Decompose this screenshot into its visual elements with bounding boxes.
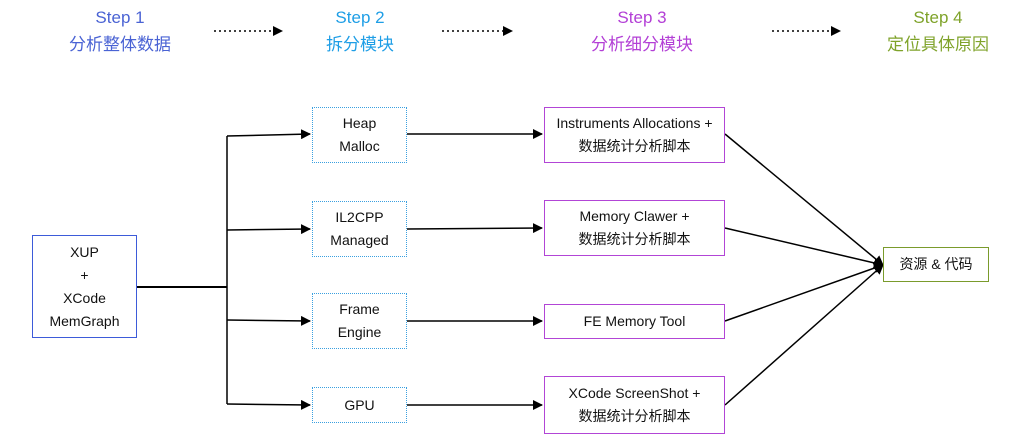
to-module-gpu [226,399,311,410]
tool-line: FE Memory Tool [583,313,686,329]
step-1-label: Step 1 [95,8,145,27]
source-line-1: XUP [70,243,99,260]
module-line: Heap [342,115,377,131]
result-label: 资源 & 代码 [899,256,973,272]
step-1-header: Step 1 分析整体数据 [40,4,200,58]
tool-line: 数据统计分析脚本 [578,231,691,247]
source-line-3: XCode [63,289,106,306]
fe-to-result [724,263,884,322]
tool-fe-memory-tool: FE Memory Tool [544,304,725,339]
tool-xcode-screenshot: XCode ScreenShot + 数据统计分析脚本 [544,376,725,434]
step-2-title: 拆分模块 [326,35,394,54]
step-1-title: 分析整体数据 [69,35,171,54]
tool-instruments-allocations: Instruments Allocations + 数据统计分析脚本 [544,107,725,163]
module-frame-engine: Frame Engine [312,293,407,349]
source-line-4: MemGraph [49,312,120,329]
tool-line: 数据统计分析脚本 [578,408,691,424]
tool-line: 数据统计分析脚本 [578,138,691,154]
step-4-title: 定位具体原因 [887,35,989,54]
screenshot-to-result [724,264,884,406]
module-line: Engine [337,324,382,340]
module-il2cpp-managed: IL2CPP Managed [312,201,407,257]
step-3-title: 分析细分模块 [591,35,693,54]
tool-memory-clawer: Memory Clawer + 数据统计分析脚本 [544,200,725,256]
step-3-header: Step 3 分析细分模块 [562,4,722,58]
to-module-il2cpp [226,224,311,235]
step-4-header: Step 4 定位具体原因 [858,4,1018,58]
tool-line: Memory Clawer + [579,208,690,224]
tool-line: XCode ScreenShot + [568,385,701,401]
source-line-2: + [80,266,89,283]
to-module-frame [226,315,311,326]
module-line: Malloc [339,138,380,154]
module-gpu: GPU [312,387,407,423]
module-line: GPU [344,396,375,413]
step-3-label: Step 3 [617,8,667,27]
result-node: 资源 & 代码 [883,247,989,282]
tool-line: Instruments Allocations + [556,115,713,131]
step-4-label: Step 4 [913,8,963,27]
module-heap-malloc: Heap Malloc [312,107,407,163]
source-node: XUP + XCode MemGraph [32,235,137,338]
step-2-label: Step 2 [335,8,385,27]
module-line: Frame [339,301,380,317]
module-line: IL2CPP [335,209,384,225]
clawer-to-result [724,227,884,268]
il2cpp-to-clawer [406,223,543,234]
module-line: Managed [330,232,389,248]
step-2-header: Step 2 拆分模块 [280,4,440,58]
instruments-to-result [724,133,884,266]
to-module-heap [226,129,311,140]
